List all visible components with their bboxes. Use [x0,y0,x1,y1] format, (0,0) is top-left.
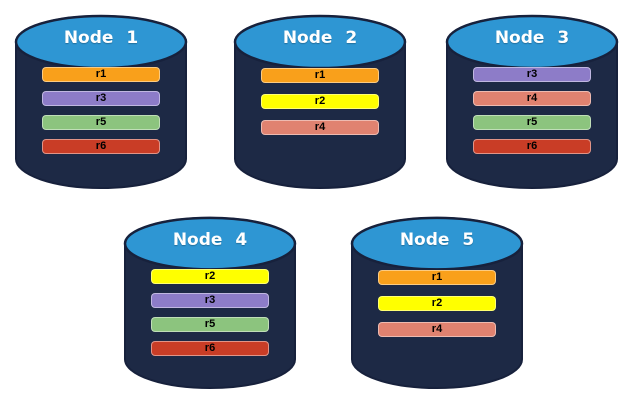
replica-bar-label: r1 [314,69,326,81]
node-5: Node 5 r1 r2 r4 [349,210,525,390]
replica-bar: r3 [151,293,269,308]
replica-bar-label: r3 [95,92,107,104]
replica-bar-label: r4 [431,323,443,335]
replica-bar: r4 [378,322,496,337]
node-title: Node 1 [63,28,139,48]
replica-bar-label: r6 [204,342,216,354]
replica-bar: r5 [151,317,269,332]
replica-bar-label: r4 [526,92,538,104]
replica-bar-label: r6 [95,140,107,152]
replica-bar: r6 [42,139,160,154]
replica-list: r1 r2 r4 [378,270,496,337]
replica-bar: r1 [261,68,379,83]
replica-list: r2 r3 r5 r6 [151,269,269,356]
replica-bar-label: r4 [314,121,326,133]
node-3: Node 3 r3 r4 r5 r6 [444,8,620,190]
replica-bar: r2 [261,94,379,109]
replica-bar-label: r6 [526,140,538,152]
node-title: Node 5 [399,230,475,250]
replica-bar: r6 [151,341,269,356]
node-title: Node 3 [494,28,570,48]
replica-list: r1 r3 r5 r6 [42,67,160,154]
replica-bar-label: r2 [431,297,443,309]
node-title: Node 2 [282,28,358,48]
replica-bar: r5 [42,115,160,130]
replica-bar-label: r2 [204,270,216,282]
replica-bar: r4 [473,91,591,106]
replica-bar-label: r5 [526,116,538,128]
replica-bar: r6 [473,139,591,154]
replica-bar: r1 [378,270,496,285]
node-2: Node 2 r1 r2 r4 [232,8,408,190]
replica-bar-label: r3 [204,294,216,306]
node-1: Node 1 r1 r3 r5 r6 [13,8,189,190]
replica-bar-label: r5 [95,116,107,128]
replica-bar: r3 [473,67,591,82]
node-title: Node 4 [172,230,248,250]
replica-bar-label: r2 [314,95,326,107]
replica-bar-label: r3 [526,68,538,80]
replica-bar: r1 [42,67,160,82]
replica-list: r3 r4 r5 r6 [473,67,591,154]
replica-bar-label: r1 [431,271,443,283]
replica-bar-label: r5 [204,318,216,330]
replica-bar: r2 [151,269,269,284]
replica-bar-label: r1 [95,68,107,80]
replica-bar: r2 [378,296,496,311]
replica-bar: r5 [473,115,591,130]
cylinder-top [350,216,524,271]
replica-list: r1 r2 r4 [261,68,379,135]
replica-bar: r3 [42,91,160,106]
replica-bar: r4 [261,120,379,135]
node-4: Node 4 r2 r3 r5 r6 [122,210,298,390]
